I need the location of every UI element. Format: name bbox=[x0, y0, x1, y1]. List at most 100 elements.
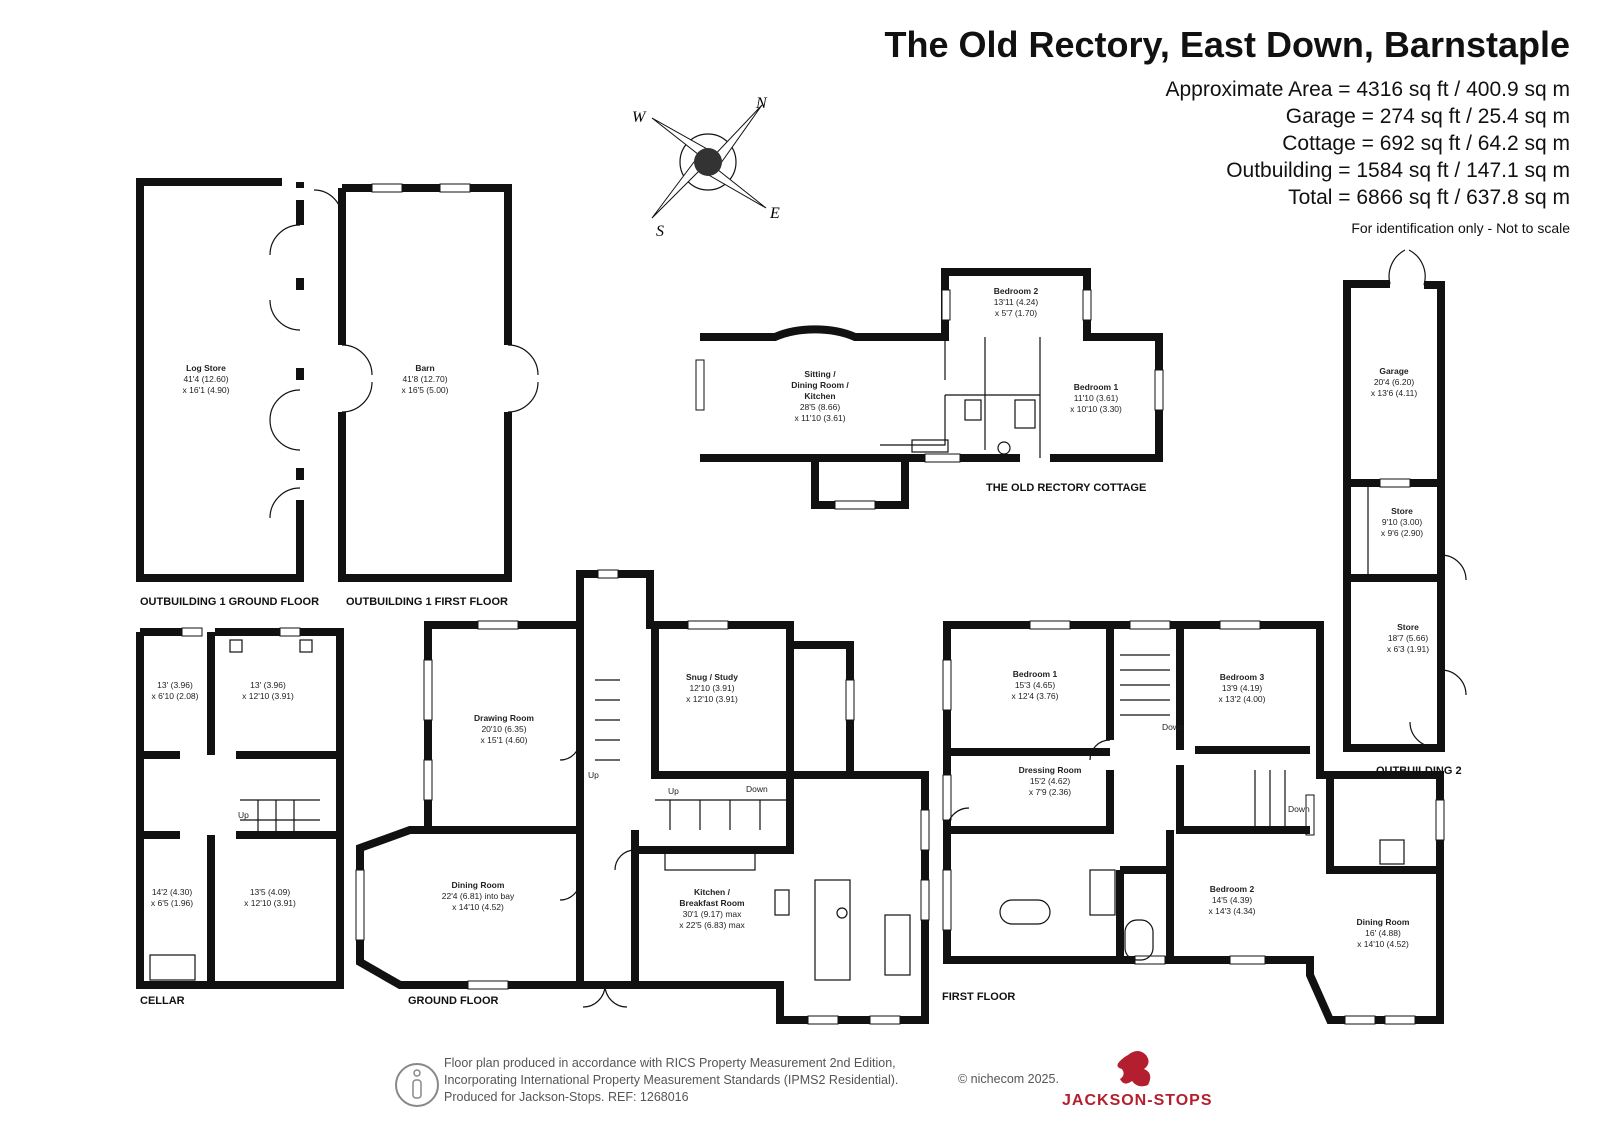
room-dim-cellar-d-1: 13'5 (4.09) bbox=[250, 887, 291, 897]
room-dim-cellar-b-1: 13' (3.96) bbox=[250, 680, 286, 690]
room-dim-dressing-1: 15'2 (4.62) bbox=[1030, 776, 1071, 786]
footer-line-3: Produced for Jackson-Stops. REF: 1268016 bbox=[444, 1090, 689, 1104]
compass-s: S bbox=[656, 223, 664, 240]
brand-name: JACKSON-STOPS bbox=[1062, 1092, 1213, 1109]
room-dim-snug-1: 12'10 (3.91) bbox=[689, 683, 734, 693]
room-name-cottage-bed1: Bedroom 1 bbox=[1074, 382, 1119, 392]
room-name-f-bed1: Bedroom 1 bbox=[1013, 669, 1058, 679]
jackson-stops-logo-icon bbox=[1117, 1051, 1151, 1087]
room-dim-cottage-bed1-1: 11'10 (3.61) bbox=[1074, 393, 1119, 403]
room-dim-f-bed3-1: 13'9 (4.19) bbox=[1222, 683, 1263, 693]
room-dim-cottage-bed2-2: x 5'7 (1.70) bbox=[995, 308, 1037, 318]
section-ground: GROUND FLOOR bbox=[408, 995, 498, 1007]
page-title: The Old Rectory, East Down, Barnstaple bbox=[884, 24, 1570, 65]
stair-up-cellar: Up bbox=[238, 810, 249, 820]
room-name-cottage-sitting-3: Kitchen bbox=[804, 391, 835, 401]
room-dim-store-1-2: x 9'6 (2.90) bbox=[1381, 528, 1423, 538]
stair-up-ground-1: Up bbox=[588, 770, 599, 780]
room-name-dining: Dining Room bbox=[452, 880, 505, 890]
area-main: Approximate Area = 4316 sq ft / 400.9 sq… bbox=[1165, 78, 1571, 101]
compass-w: W bbox=[632, 109, 647, 126]
footer-notes: Floor plan produced in accordance with R… bbox=[444, 1055, 898, 1106]
section-outbuilding-ground: OUTBUILDING 1 GROUND FLOOR bbox=[140, 596, 319, 608]
room-dim-dining-1: 22'4 (6.81) into bay bbox=[442, 891, 515, 901]
first-floor-plan bbox=[942, 620, 1445, 1025]
compass-icon: N W S E bbox=[632, 95, 780, 240]
outbuilding2-plan bbox=[1343, 249, 1467, 752]
room-dim-cellar-a-2: x 6'10 (2.08) bbox=[152, 691, 199, 701]
info-icon bbox=[395, 1063, 439, 1107]
area-cottage: Cottage = 692 sq ft / 64.2 sq m bbox=[1282, 132, 1570, 155]
cottage-plan bbox=[695, 268, 1164, 510]
room-dim-barn-2: x 16'5 (5.00) bbox=[402, 385, 449, 395]
room-name-barn: Barn bbox=[415, 363, 434, 373]
area-garage: Garage = 274 sq ft / 25.4 sq m bbox=[1285, 105, 1570, 128]
room-dim-cottage-bed1-2: x 10'10 (3.30) bbox=[1070, 404, 1122, 414]
room-dim-log-store-1: 41'4 (12.60) bbox=[183, 374, 228, 384]
room-dim-store-2-2: x 6'3 (1.91) bbox=[1387, 644, 1429, 654]
room-name-log-store: Log Store bbox=[186, 363, 226, 373]
room-dim-cellar-c-2: x 6'5 (1.96) bbox=[151, 898, 193, 908]
section-cottage: THE OLD RECTORY COTTAGE bbox=[986, 482, 1146, 494]
log-store-plan bbox=[136, 178, 304, 582]
stair-down-first-1: Down bbox=[1162, 722, 1184, 732]
room-dim-snug-2: x 12'10 (3.91) bbox=[686, 694, 738, 704]
room-dim-log-store-2: x 16'1 (4.90) bbox=[183, 385, 230, 395]
stair-up-ground-2: Up bbox=[668, 786, 679, 796]
room-name-kitchen-2: Breakfast Room bbox=[679, 898, 745, 908]
room-name-f-bed3: Bedroom 3 bbox=[1220, 672, 1265, 682]
cellar-plan bbox=[136, 627, 344, 989]
room-dim-cellar-c-1: 14'2 (4.30) bbox=[152, 887, 193, 897]
room-dim-garage-2: x 13'6 (4.11) bbox=[1371, 388, 1418, 398]
room-dim-store-1-1: 9'10 (3.00) bbox=[1382, 517, 1423, 527]
area-outbuilding: Outbuilding = 1584 sq ft / 147.1 sq m bbox=[1226, 159, 1570, 182]
room-dim-kitchen-1: 30'1 (9.17) max bbox=[683, 909, 743, 919]
room-dim-garage-1: 20'4 (6.20) bbox=[1374, 377, 1415, 387]
barn-plan bbox=[313, 183, 539, 582]
room-dim-cellar-a-1: 13' (3.96) bbox=[157, 680, 193, 690]
footer-line-1: Floor plan produced in accordance with R… bbox=[444, 1056, 896, 1070]
section-first: FIRST FLOOR bbox=[942, 991, 1015, 1003]
section-outbuilding2: OUTBUILDING 2 bbox=[1376, 765, 1462, 777]
room-dim-dressing-2: x 7'9 (2.36) bbox=[1029, 787, 1071, 797]
room-dim-f-bed1-2: x 12'4 (3.76) bbox=[1012, 691, 1059, 701]
room-dim-f-bed2-1: 14'5 (4.39) bbox=[1212, 895, 1253, 905]
compass-n: N bbox=[755, 95, 768, 112]
room-dim-cellar-b-2: x 12'10 (3.91) bbox=[242, 691, 294, 701]
room-name-cottage-bed2: Bedroom 2 bbox=[994, 286, 1039, 296]
room-name-drawing: Drawing Room bbox=[474, 713, 534, 723]
footer-line-2: Incorporating International Property Mea… bbox=[444, 1073, 899, 1087]
room-name-store-2: Store bbox=[1397, 622, 1419, 632]
room-dim-dining-2: x 14'10 (4.52) bbox=[452, 902, 504, 912]
stair-down-first-2: Down bbox=[1288, 804, 1310, 814]
room-dim-kitchen-2: x 22'5 (6.83) max bbox=[679, 920, 745, 930]
room-name-cottage-sitting-2: Dining Room / bbox=[791, 380, 849, 390]
footer-copyright: © nichecom 2025. bbox=[958, 1072, 1059, 1086]
room-dim-f-bed1-1: 15'3 (4.65) bbox=[1015, 680, 1056, 690]
room-dim-f-dining-2: x 14'10 (4.52) bbox=[1357, 939, 1409, 949]
room-dim-cellar-d-2: x 12'10 (3.91) bbox=[244, 898, 296, 908]
room-dim-store-2-1: 18'7 (5.66) bbox=[1388, 633, 1429, 643]
room-name-f-bed2: Bedroom 2 bbox=[1210, 884, 1255, 894]
room-dim-f-bed3-2: x 13'2 (4.00) bbox=[1219, 694, 1266, 704]
disclaimer-note: For identification only - Not to scale bbox=[1351, 220, 1570, 236]
room-dim-cottage-sitting-2: x 11'10 (3.61) bbox=[794, 413, 845, 423]
room-name-dressing: Dressing Room bbox=[1019, 765, 1082, 775]
section-cellar: CELLAR bbox=[140, 995, 185, 1007]
section-outbuilding-first: OUTBUILDING 1 FIRST FLOOR bbox=[346, 596, 508, 608]
room-dim-cottage-sitting-1: 28'5 (8.66) bbox=[800, 402, 841, 412]
room-name-store-1: Store bbox=[1391, 506, 1413, 516]
area-total: Total = 6866 sq ft / 637.8 sq m bbox=[1288, 186, 1570, 209]
compass-e: E bbox=[769, 205, 780, 222]
room-name-kitchen: Kitchen / bbox=[694, 887, 731, 897]
room-name-cottage-sitting: Sitting / bbox=[804, 369, 836, 379]
stair-down-ground: Down bbox=[746, 784, 768, 794]
room-name-snug: Snug / Study bbox=[686, 672, 738, 682]
room-name-garage: Garage bbox=[1379, 366, 1409, 376]
room-dim-barn-1: 41'8 (12.70) bbox=[402, 374, 447, 384]
room-dim-f-bed2-2: x 14'3 (4.34) bbox=[1209, 906, 1256, 916]
room-dim-drawing-2: x 15'1 (4.60) bbox=[481, 735, 528, 745]
area-summary: Approximate Area = 4316 sq ft / 400.9 sq… bbox=[1166, 76, 1571, 211]
room-dim-drawing-1: 20'10 (6.35) bbox=[481, 724, 526, 734]
